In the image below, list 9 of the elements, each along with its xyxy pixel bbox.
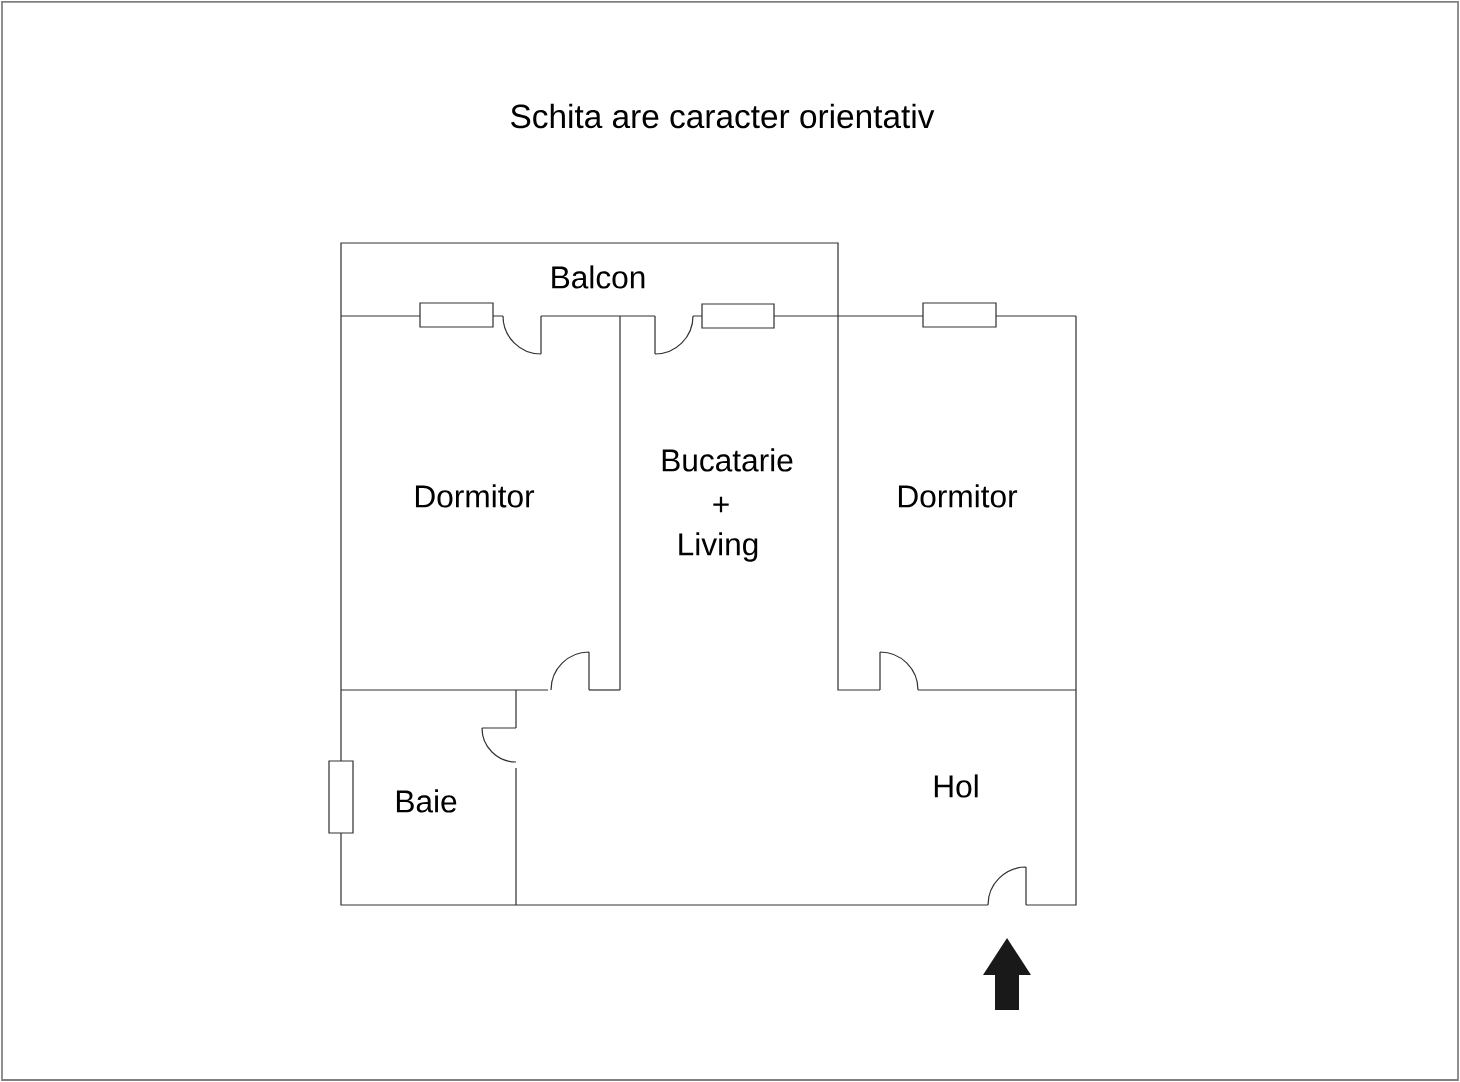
room-label: Hol	[934, 774, 978, 798]
room-label: +	[713, 496, 729, 513]
room-label: Balcon	[552, 265, 645, 289]
room-label: Baie	[396, 789, 457, 813]
room-label: Dormitor	[898, 484, 1018, 508]
room-label: Living	[679, 532, 758, 562]
room-label: Dormitor	[415, 484, 535, 508]
room-label: Bucatarie	[662, 448, 793, 472]
title: Schita are caracter orientativ	[511, 103, 935, 129]
